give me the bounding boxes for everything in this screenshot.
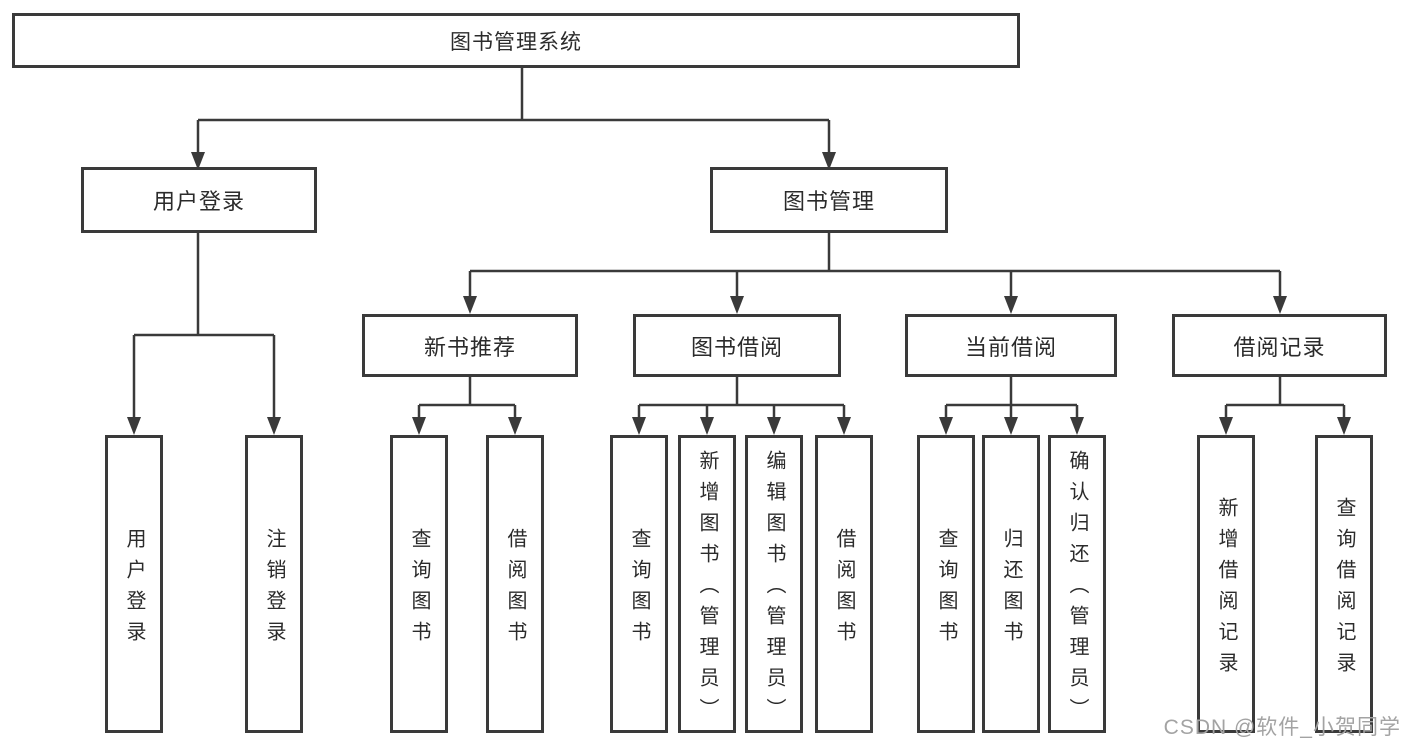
- module-current-borrow: 当前借阅: [905, 314, 1117, 377]
- leaf-current-return-book-label: 归还图书: [1000, 527, 1022, 652]
- branch-user-login: 用户登录: [81, 167, 317, 233]
- leaf-logout-label: 注销登录: [263, 527, 285, 652]
- module-book-borrow-label: 图书借阅: [690, 334, 783, 360]
- module-new-book-recommend-label: 新书推荐: [423, 334, 516, 360]
- leaf-recommend-borrow-book-label: 借阅图书: [504, 527, 526, 652]
- leaf-recommend-query-book: 查询图书: [390, 435, 448, 733]
- module-borrow-records: 借阅记录: [1172, 314, 1387, 377]
- leaf-current-return-book: 归还图书: [982, 435, 1040, 733]
- leaf-borrow-add-book-admin: 新增图书（管理员）: [678, 435, 736, 733]
- module-borrow-records-label: 借阅记录: [1233, 334, 1326, 360]
- leaf-user-login: 用户登录: [105, 435, 163, 733]
- leaf-borrow-borrow-book-label: 借阅图书: [833, 527, 855, 652]
- leaf-borrow-edit-book-admin: 编辑图书（管理员）: [745, 435, 803, 733]
- leaf-records-query-record: 查询借阅记录: [1315, 435, 1373, 733]
- leaf-borrow-edit-book-admin-label: 编辑图书（管理员）: [763, 450, 785, 729]
- leaf-user-login-label: 用户登录: [123, 527, 145, 652]
- root-node-library-system: 图书管理系统: [12, 13, 1020, 68]
- leaf-current-confirm-return-admin-label: 确认归还（管理员）: [1066, 450, 1088, 729]
- leaf-logout: 注销登录: [245, 435, 303, 733]
- leaf-recommend-query-book-label: 查询图书: [408, 527, 430, 652]
- branch-user-login-label: 用户登录: [152, 189, 245, 214]
- leaf-recommend-borrow-book: 借阅图书: [486, 435, 544, 733]
- leaf-borrow-borrow-book: 借阅图书: [815, 435, 873, 733]
- leaf-current-query-book-label: 查询图书: [935, 527, 957, 652]
- leaf-records-query-record-label: 查询借阅记录: [1333, 496, 1355, 683]
- leaf-current-confirm-return-admin: 确认归还（管理员）: [1048, 435, 1106, 733]
- module-new-book-recommend: 新书推荐: [362, 314, 578, 377]
- csdn-watermark: CSDN @软件_小贺同学: [1163, 716, 1401, 739]
- leaf-borrow-query-book-label: 查询图书: [628, 527, 650, 652]
- module-book-borrow: 图书借阅: [633, 314, 841, 377]
- module-current-borrow-label: 当前借阅: [964, 334, 1057, 360]
- leaf-current-query-book: 查询图书: [917, 435, 975, 733]
- branch-book-management-label: 图书管理: [782, 189, 875, 214]
- branch-book-management: 图书管理: [710, 167, 948, 233]
- leaf-borrow-query-book: 查询图书: [610, 435, 668, 733]
- leaf-records-add-record-label: 新增借阅记录: [1215, 496, 1237, 683]
- root-node-label: 图书管理系统: [450, 30, 582, 54]
- leaf-records-add-record: 新增借阅记录: [1197, 435, 1255, 733]
- leaf-borrow-add-book-admin-label: 新增图书（管理员）: [696, 450, 718, 729]
